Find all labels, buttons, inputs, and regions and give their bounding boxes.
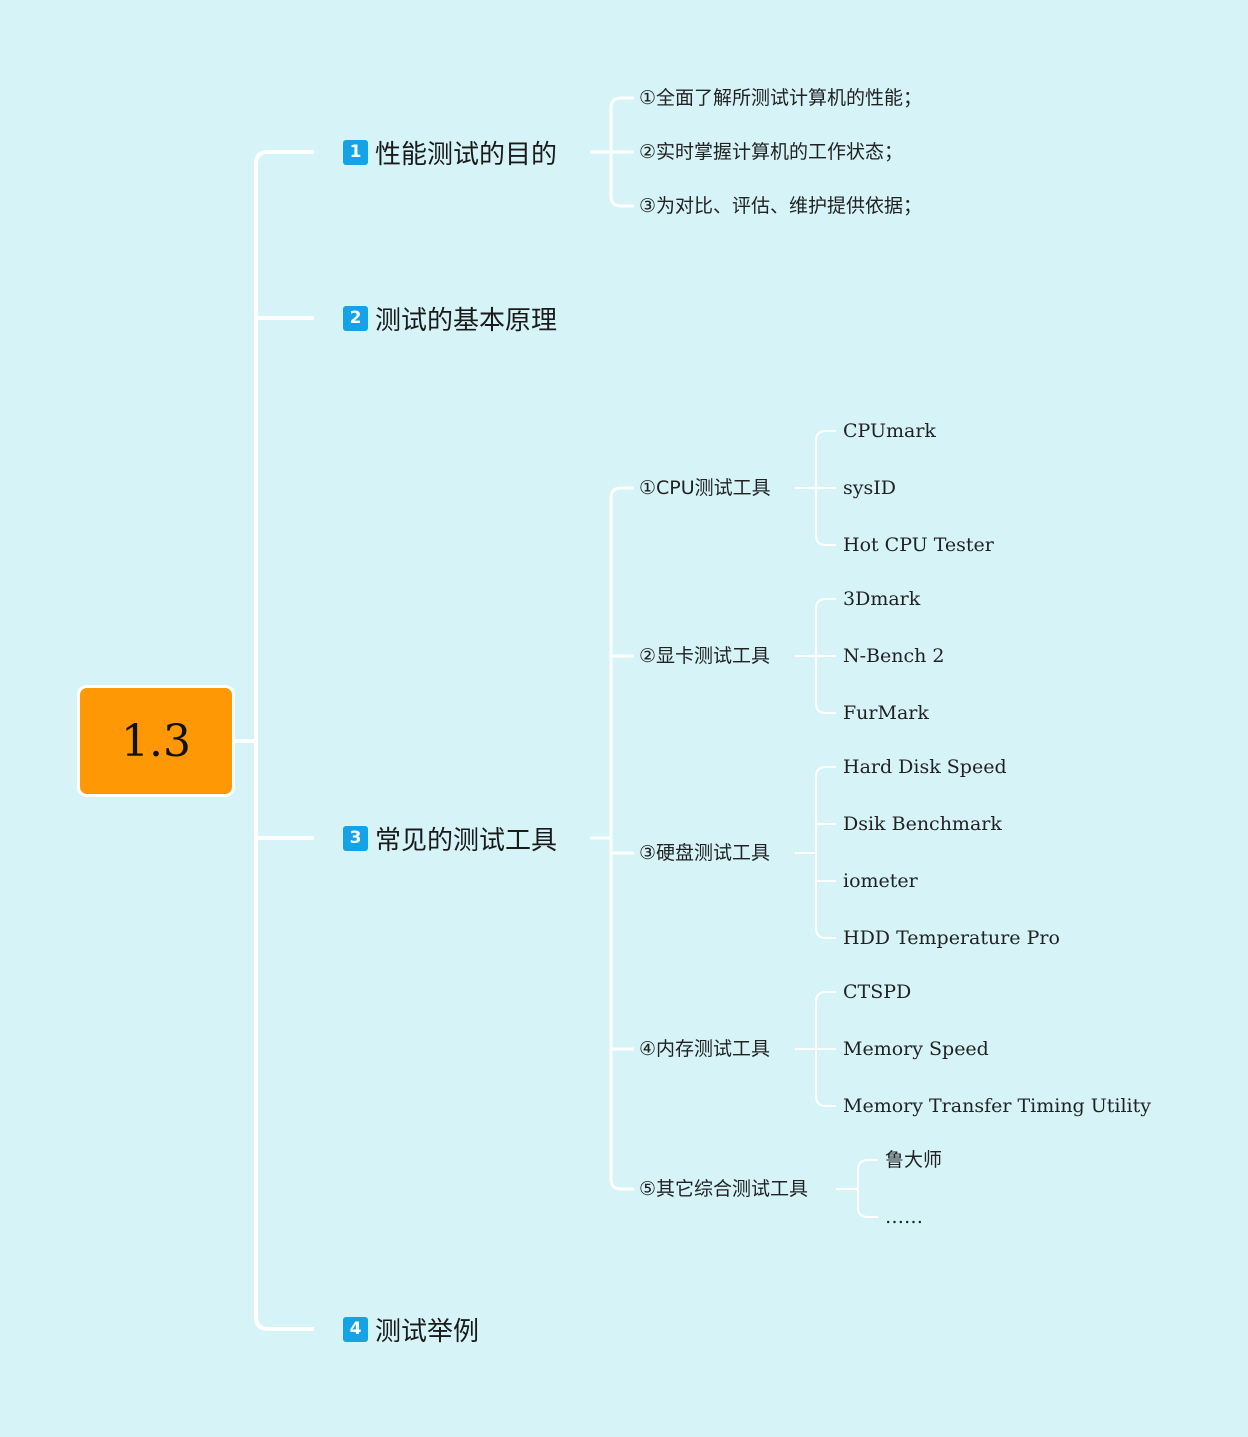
tool-item[interactable]: 鲁大师: [885, 1149, 943, 1171]
tool-item[interactable]: Memory Speed: [843, 1038, 989, 1060]
branch-label: 常见的测试工具: [375, 825, 558, 856]
cpu-branch-line: [815, 534, 836, 546]
root-label: 1.3: [121, 715, 191, 767]
tool-item[interactable]: sysID: [843, 477, 896, 499]
branch-test-examples[interactable]: 4 测试举例: [343, 1311, 479, 1347]
branch-common-tools[interactable]: 3 常见的测试工具: [343, 820, 557, 856]
purpose-item[interactable]: ①全面了解所测试计算机的性能；: [639, 87, 923, 109]
tool-item[interactable]: CPUmark: [843, 420, 936, 442]
purpose-item[interactable]: ②实时掌握计算机的工作状态；: [639, 141, 904, 163]
category-branch-line: [609, 486, 634, 499]
purpose-branch-line: [609, 195, 634, 208]
tool-item[interactable]: ……: [885, 1206, 923, 1228]
main-branch-line: [254, 1316, 314, 1331]
main-branch-line: [254, 150, 314, 165]
memory-branch-line: [815, 1095, 836, 1107]
memory-branch-line: [815, 991, 836, 1003]
tool-category-memory[interactable]: ④内存测试工具: [639, 1038, 771, 1060]
root-node[interactable]: 1.3: [77, 685, 235, 797]
purpose-item[interactable]: ③为对比、评估、维护提供依据；: [639, 195, 923, 217]
number-badge-3: 3: [343, 825, 368, 851]
number-badge-4: 4: [343, 1316, 368, 1342]
branch-basic-principle[interactable]: 2 测试的基本原理: [343, 300, 557, 336]
branch-performance-purpose[interactable]: 1 性能测试的目的: [343, 134, 557, 170]
tool-category-disk[interactable]: ③硬盘测试工具: [639, 842, 771, 864]
branch-label: 测试的基本原理: [375, 305, 558, 336]
disk-branch-line: [815, 766, 836, 778]
other-branch-line: [857, 1159, 878, 1171]
tool-category-other[interactable]: ⑤其它综合测试工具: [639, 1178, 809, 1200]
tool-item[interactable]: N-Bench 2: [843, 645, 945, 667]
cpu-branch-line: [815, 430, 836, 442]
purpose-branch-line: [609, 96, 634, 109]
gpu-branch-line: [815, 598, 836, 610]
gpu-branch-line: [815, 702, 836, 714]
tool-item[interactable]: Dsik Benchmark: [843, 813, 1002, 835]
tool-item[interactable]: CTSPD: [843, 981, 912, 1003]
tool-item[interactable]: Hot CPU Tester: [843, 534, 994, 556]
tool-item[interactable]: Memory Transfer Timing Utility: [843, 1095, 1152, 1117]
category-branch-line: [609, 1178, 634, 1191]
tool-category-cpu[interactable]: ①CPU测试工具: [639, 477, 771, 499]
number-badge-1: 1: [343, 139, 368, 165]
tool-category-gpu[interactable]: ②显卡测试工具: [639, 645, 771, 667]
number-badge-2: 2: [343, 305, 368, 331]
branch-label: 性能测试的目的: [375, 139, 558, 170]
tool-item[interactable]: iometer: [843, 870, 918, 892]
tool-item[interactable]: FurMark: [843, 702, 929, 724]
other-branch-line: [857, 1206, 878, 1218]
tool-item[interactable]: 3Dmark: [843, 588, 921, 610]
tool-item[interactable]: HDD Temperature Pro: [843, 927, 1060, 949]
disk-branch-line: [815, 927, 836, 939]
branch-label: 测试举例: [375, 1316, 480, 1347]
tool-item[interactable]: Hard Disk Speed: [843, 756, 1007, 778]
